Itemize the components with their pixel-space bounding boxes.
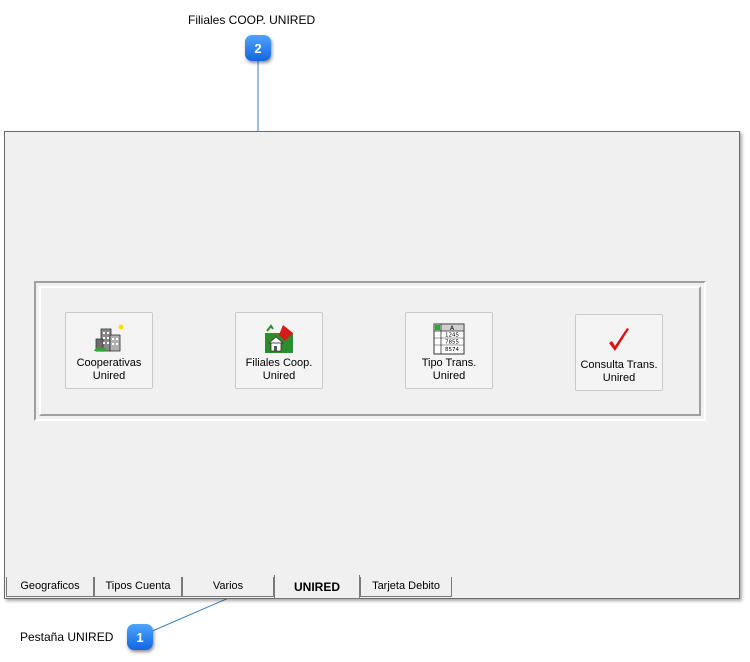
callout-badge-2: 2	[245, 35, 271, 61]
red-checkmark-icon	[609, 328, 629, 351]
callout-label-top: Filiales COOP. UNIRED	[188, 13, 316, 27]
filiales-coop-unired-button[interactable]: Filiales Coop. Unired	[235, 312, 323, 389]
tab-tipos-cuenta[interactable]: Tipos Cuenta	[94, 577, 182, 597]
tab-tarjeta-debito[interactable]: Tarjeta Debito	[360, 577, 452, 597]
button-panel: Cooperativas Unired Filiales Coop. Unire…	[34, 281, 706, 421]
cooperativas-unired-button[interactable]: Cooperativas Unired	[65, 312, 153, 389]
callout-label-bottom: Pestaña UNIRED	[20, 630, 114, 644]
tipo-trans-unired-button[interactable]: A 1245 7855 8574 Tipo Trans. Unired	[405, 312, 493, 389]
tipo-trans-unired-label: Tipo Trans. Unired	[421, 357, 477, 382]
consulta-trans-unired-label: Consulta Trans. Unired	[580, 359, 658, 384]
house-branch-icon	[265, 324, 293, 353]
callout-badge-1: 1	[127, 624, 153, 650]
tab-geograficos[interactable]: Geograficos	[6, 577, 94, 597]
spreadsheet-header-text: A	[450, 325, 455, 332]
filiales-coop-unired-label: Filiales Coop. Unired	[245, 357, 313, 382]
spreadsheet-cell-2: 7855	[445, 340, 459, 346]
app-window: Cooperativas Unired Filiales Coop. Unire…	[4, 131, 740, 599]
buildings-icon	[94, 324, 124, 352]
tab-unired[interactable]: UNIRED	[274, 575, 360, 599]
tab-varios[interactable]: Varios	[182, 577, 274, 597]
spreadsheet-cell-1: 1245	[445, 333, 459, 339]
consulta-trans-unired-button[interactable]: Consulta Trans. Unired	[575, 314, 663, 391]
spreadsheet-icon: A 1245 7855 8574	[433, 323, 465, 355]
spreadsheet-cell-3: 8574	[445, 347, 459, 353]
cooperativas-unired-label: Cooperativas Unired	[76, 357, 142, 382]
